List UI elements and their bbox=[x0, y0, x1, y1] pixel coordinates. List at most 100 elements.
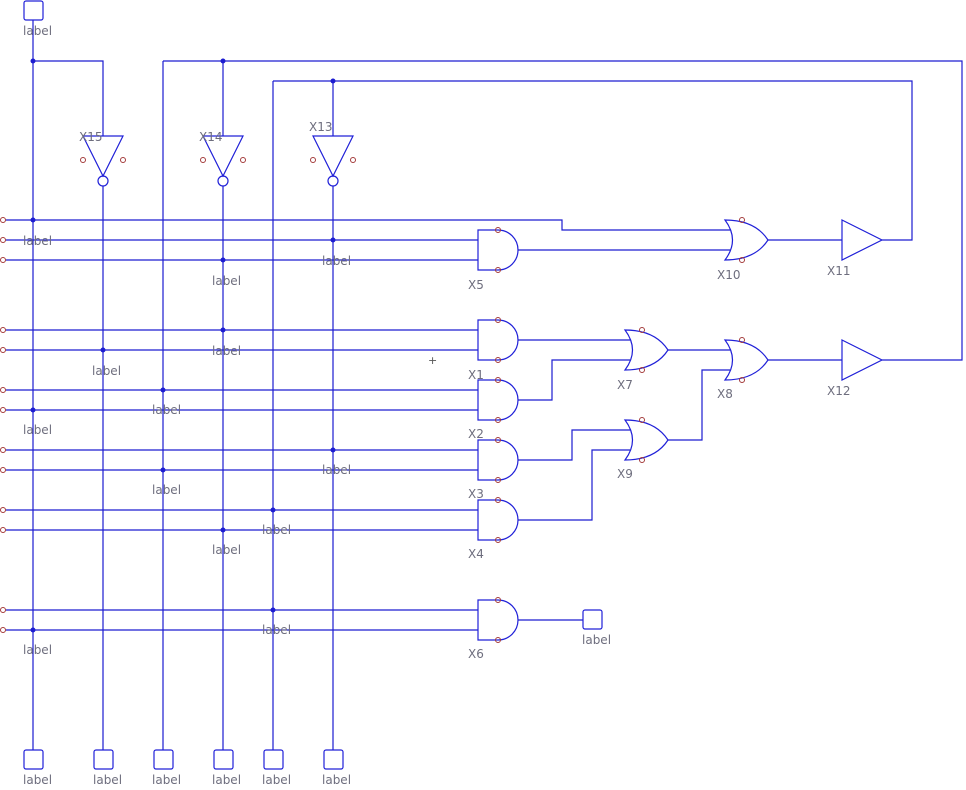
or-gate-x10[interactable] bbox=[723, 217, 769, 263]
net-label: label bbox=[23, 234, 52, 248]
ref-or-x10: X10 bbox=[717, 268, 741, 282]
terminal-box-top[interactable] bbox=[23, 0, 44, 21]
input-port[interactable] bbox=[0, 467, 6, 473]
junction-dot bbox=[160, 467, 166, 473]
and-gate-x6[interactable] bbox=[477, 597, 519, 643]
buffer-x12[interactable] bbox=[841, 339, 884, 381]
junction-dot bbox=[270, 507, 276, 513]
ref-or-x8: X8 bbox=[717, 387, 733, 401]
net-label: label bbox=[212, 344, 241, 358]
net-label: label bbox=[262, 523, 291, 537]
input-port[interactable] bbox=[0, 257, 6, 263]
net-label: label bbox=[322, 773, 351, 787]
junction-dot bbox=[330, 78, 336, 84]
junction-dot bbox=[270, 607, 276, 613]
net-label: label bbox=[212, 543, 241, 557]
net-label: label bbox=[322, 463, 351, 477]
junction-dot bbox=[30, 217, 36, 223]
input-port[interactable] bbox=[0, 507, 6, 513]
or-gate-x9[interactable] bbox=[623, 417, 669, 463]
net-label: label bbox=[152, 773, 181, 787]
ref-inv-x14: X14 bbox=[199, 130, 223, 144]
input-port[interactable] bbox=[0, 387, 6, 393]
wire-feedback-inner[interactable] bbox=[273, 80, 913, 241]
terminal-box-output[interactable] bbox=[582, 609, 603, 630]
net-label: label bbox=[23, 773, 52, 787]
terminal-box-bottom[interactable] bbox=[23, 749, 44, 770]
terminal-box-bottom[interactable] bbox=[153, 749, 174, 770]
wire-x9-out[interactable] bbox=[668, 369, 730, 441]
net-label: label bbox=[322, 254, 351, 268]
ref-buf-x12: X12 bbox=[827, 384, 851, 398]
input-port[interactable] bbox=[0, 627, 6, 633]
ref-or-x7: X7 bbox=[617, 378, 633, 392]
wire-feedback-top[interactable] bbox=[163, 60, 963, 361]
junction-dot bbox=[100, 347, 106, 353]
junction-dot bbox=[30, 627, 36, 633]
net-label: label bbox=[152, 483, 181, 497]
net-label: label bbox=[23, 643, 52, 657]
input-port[interactable] bbox=[0, 217, 6, 223]
net-labels: label label label label label label labe… bbox=[23, 24, 611, 787]
inverter-x13[interactable] bbox=[310, 135, 356, 187]
junction-dot bbox=[30, 407, 36, 413]
component-refs: X15 X14 X13 X1 X2 X3 X4 X5 X6 X7 X8 X9 X… bbox=[79, 120, 851, 661]
net-label: label bbox=[262, 623, 291, 637]
ref-and-x3: X3 bbox=[468, 487, 484, 501]
ref-and-x4: X4 bbox=[468, 547, 484, 561]
wire-x2-out[interactable] bbox=[518, 359, 630, 401]
junction-dot bbox=[220, 257, 226, 263]
and-gate-x1[interactable] bbox=[477, 317, 519, 363]
input-ports bbox=[0, 217, 6, 633]
input-port[interactable] bbox=[0, 407, 6, 413]
terminal-box-bottom[interactable] bbox=[263, 749, 284, 770]
and-gate-x5[interactable] bbox=[477, 227, 519, 273]
terminal-box-bottom[interactable] bbox=[213, 749, 234, 770]
input-port[interactable] bbox=[0, 447, 6, 453]
input-port[interactable] bbox=[0, 237, 6, 243]
inverter-x15[interactable] bbox=[80, 135, 126, 187]
wires bbox=[6, 20, 963, 750]
ref-or-x9: X9 bbox=[617, 467, 633, 481]
wire-inv15-in[interactable] bbox=[33, 60, 104, 136]
junction-dot bbox=[330, 447, 336, 453]
input-port[interactable] bbox=[0, 327, 6, 333]
net-label: label bbox=[152, 403, 181, 417]
input-port[interactable] bbox=[0, 347, 6, 353]
inverter-x14[interactable] bbox=[200, 135, 246, 187]
net-label: label bbox=[23, 24, 52, 38]
ref-and-x2: X2 bbox=[468, 427, 484, 441]
terminal-box-bottom[interactable] bbox=[93, 749, 114, 770]
ref-and-x1: X1 bbox=[468, 368, 484, 382]
junction-dot bbox=[220, 527, 226, 533]
junction-dot bbox=[160, 387, 166, 393]
terminals bbox=[23, 0, 603, 770]
ref-inv-x15: X15 bbox=[79, 130, 103, 144]
or-gate-x7[interactable] bbox=[623, 327, 669, 373]
ref-and-x5: X5 bbox=[468, 278, 484, 292]
cursor-crosshair-icon: + bbox=[428, 354, 437, 367]
junction-dot bbox=[330, 237, 336, 243]
and-gate-x4[interactable] bbox=[477, 497, 519, 543]
input-port[interactable] bbox=[0, 527, 6, 533]
net-label: label bbox=[212, 274, 241, 288]
net-label: label bbox=[23, 423, 52, 437]
wire-x4-out[interactable] bbox=[518, 449, 630, 521]
junction-dot bbox=[220, 58, 226, 64]
net-label: label bbox=[582, 633, 611, 647]
and-gate-x3[interactable] bbox=[477, 437, 519, 483]
ref-buf-x11: X11 bbox=[827, 264, 851, 278]
junctions bbox=[30, 58, 336, 633]
net-label: label bbox=[92, 364, 121, 378]
junction-dot bbox=[30, 58, 36, 64]
buffer-x11[interactable] bbox=[841, 219, 884, 261]
wire-row-220[interactable] bbox=[6, 219, 730, 231]
and-gate-x2[interactable] bbox=[477, 377, 519, 423]
or-gate-x8[interactable] bbox=[723, 337, 769, 383]
net-label: label bbox=[93, 773, 122, 787]
terminal-box-bottom[interactable] bbox=[323, 749, 344, 770]
input-port[interactable] bbox=[0, 607, 6, 613]
wire-x3-out[interactable] bbox=[518, 429, 630, 461]
ref-inv-x13: X13 bbox=[309, 120, 333, 134]
